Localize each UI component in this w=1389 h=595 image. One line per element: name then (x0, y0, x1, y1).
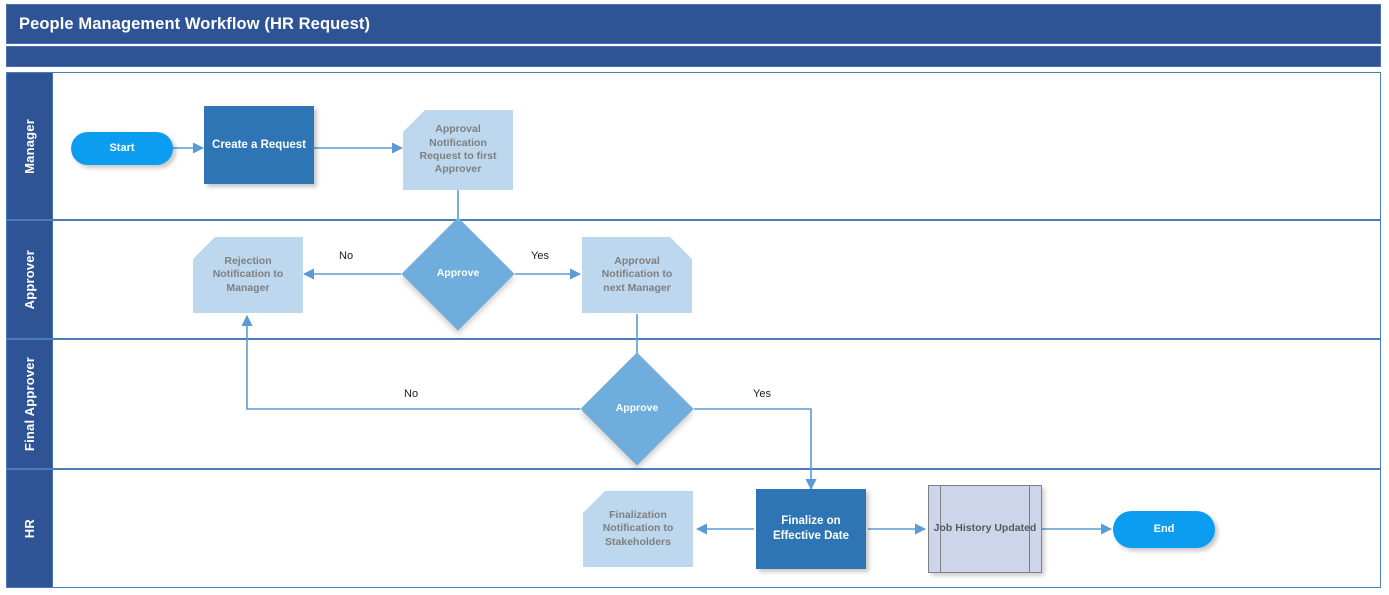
node-approve-first[interactable]: Approve (401, 217, 515, 331)
swimlane-body-final-approver (53, 340, 1380, 468)
node-approval-notification-first[interactable]: Approval Notification Request to first A… (403, 110, 513, 190)
node-finalize-effective-date[interactable]: Finalize on Effective Date (756, 489, 866, 569)
node-finalize-effective-date-label: Finalize on Effective Date (772, 515, 850, 542)
node-start-label: Start (109, 142, 135, 155)
node-rejection-notification[interactable]: Rejection Notification to Manager (193, 237, 303, 313)
swimlane-header-hr: HR (7, 470, 53, 587)
swimlane-header-final-approver: Final Approver (7, 340, 53, 468)
node-rejection-notification-label: Rejection Notification to Manager (212, 254, 284, 294)
swimlane-label-manager: Manager (22, 118, 37, 174)
swimlane-label-final-approver: Final Approver (22, 356, 37, 452)
node-job-history-updated-label: Job History Updated (933, 522, 1037, 535)
page-title: People Management Workflow (HR Request) (19, 14, 371, 33)
swimlane-label-hr: HR (22, 518, 37, 539)
node-approve-final[interactable]: Approve (580, 352, 694, 466)
node-approval-notification-next[interactable]: Approval Notification to next Manager (582, 237, 692, 313)
swimlane-final-approver: Final Approver (6, 339, 1381, 469)
node-end[interactable]: End (1113, 511, 1215, 548)
node-approve-first-label: Approve (436, 267, 480, 280)
node-approval-notification-next-label: Approval Notification to next Manager (601, 254, 673, 294)
diagram-title-bar: People Management Workflow (HR Request) (6, 4, 1381, 44)
edge-label-approver-no: No (339, 250, 354, 262)
title-sub-band (6, 46, 1381, 67)
node-start[interactable]: Start (71, 132, 173, 165)
edge-label-final-yes: Yes (753, 388, 771, 400)
node-job-history-updated[interactable]: Job History Updated (928, 485, 1042, 573)
node-finalization-notification[interactable]: Finalization Notification to Stakeholder… (583, 491, 693, 567)
node-approval-notification-first-label: Approval Notification Request to first A… (419, 123, 497, 176)
swimlane-header-manager: Manager (7, 73, 53, 219)
node-end-label: End (1153, 523, 1175, 536)
edge-label-approver-yes: Yes (531, 250, 549, 262)
node-create-request[interactable]: Create a Request (204, 106, 314, 184)
node-finalization-notification-label: Finalization Notification to Stakeholder… (602, 508, 674, 548)
swimlane-header-approver: Approver (7, 221, 53, 338)
edge-label-final-no: No (404, 388, 419, 400)
node-create-request-label: Create a Request (212, 138, 306, 151)
node-approve-final-label: Approve (615, 402, 659, 415)
swimlane-label-approver: Approver (22, 249, 37, 310)
